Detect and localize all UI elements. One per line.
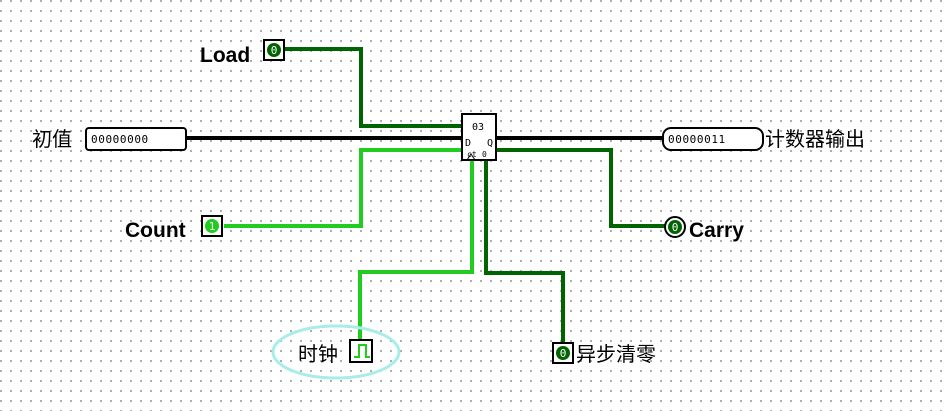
load-wire bbox=[284, 47, 462, 128]
counter-zero-label: 0 bbox=[482, 150, 487, 159]
counter-clock-triangle bbox=[466, 153, 476, 161]
counter-output-bits: 00000011 bbox=[668, 133, 726, 146]
carry-output-led bbox=[668, 220, 682, 234]
count-pin-value: 1 bbox=[209, 220, 216, 233]
count-label: Count bbox=[125, 219, 186, 242]
async-clear-pin[interactable]: 0 bbox=[552, 342, 574, 364]
carry-wire bbox=[496, 148, 665, 228]
carry-output: 0 bbox=[664, 216, 686, 238]
load-label: Load bbox=[200, 44, 250, 67]
clock-wave-icon bbox=[354, 344, 370, 358]
load-pin-value: 0 bbox=[271, 44, 278, 57]
counter-component[interactable]: 03 D Q ct 0 bbox=[461, 113, 497, 161]
count-wire bbox=[224, 148, 462, 228]
carry-label: Carry bbox=[689, 219, 744, 242]
async-clear-pin-value: 0 bbox=[560, 347, 567, 360]
wires bbox=[186, 47, 665, 345]
clock-label: 时钟 bbox=[298, 342, 338, 366]
clock-wire bbox=[358, 160, 474, 340]
count-pin-led bbox=[205, 219, 219, 233]
counter-output-display: 00000011 bbox=[662, 127, 764, 151]
clock-highlight-ellipse bbox=[271, 324, 401, 380]
async-clear-label: 异步清零 bbox=[576, 342, 656, 366]
initial-value-bits: 00000000 bbox=[91, 133, 149, 146]
counter-q-label: Q bbox=[487, 138, 493, 149]
clear-wire bbox=[484, 160, 565, 345]
load-pin[interactable]: 0 bbox=[263, 39, 285, 61]
initial-value-label: 初值 bbox=[32, 127, 72, 151]
counter-d-label: D bbox=[465, 138, 471, 149]
load-pin-led bbox=[267, 43, 281, 57]
counter-value: 03 bbox=[472, 122, 484, 133]
clock-source[interactable] bbox=[349, 339, 373, 363]
count-pin[interactable]: 1 bbox=[201, 215, 223, 237]
async-clear-pin-led bbox=[556, 346, 570, 360]
initial-value-input[interactable]: 00000000 bbox=[85, 127, 187, 151]
carry-output-value: 0 bbox=[672, 221, 679, 234]
counter-output-label: 计数器输出 bbox=[765, 127, 865, 151]
